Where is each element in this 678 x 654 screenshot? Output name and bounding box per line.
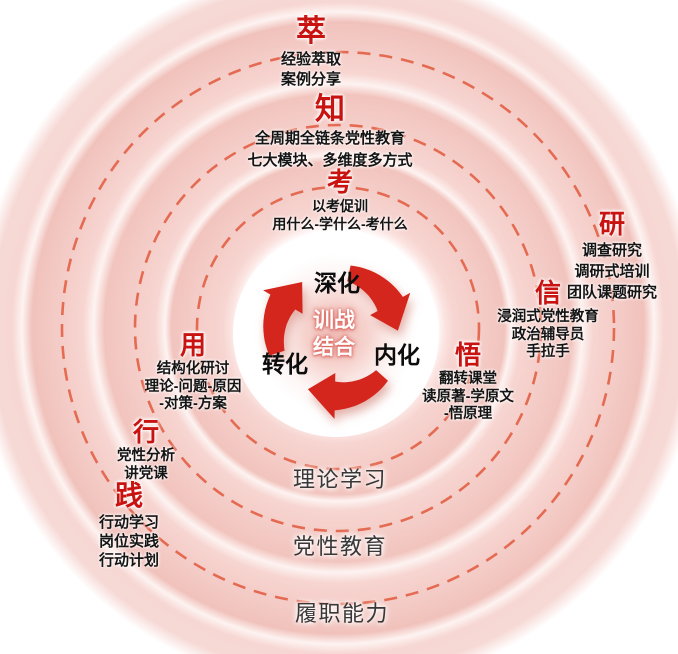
spoke-kao-char: 考: [326, 167, 354, 197]
spoke-xing-char: 行: [132, 417, 159, 447]
spoke-cui: 萃 经验萃取 案例分享: [280, 15, 342, 90]
spoke-yan-line2: 调研式培训: [574, 263, 650, 281]
spoke-kao-line2: 用什么-学什么-考什么: [272, 215, 408, 232]
spoke-xin-line1: 浸润式党性教育: [497, 309, 599, 326]
spoke-xing-line2: 讲党课: [124, 465, 168, 482]
spoke-cui-char: 萃: [295, 15, 326, 48]
spoke-yan-line1: 调查研究: [581, 242, 643, 260]
spoke-yong-char: 用: [179, 330, 207, 360]
dashed-circle-inner: [195, 185, 481, 471]
spoke-yong-line3: -对策-方案: [159, 396, 227, 413]
spoke-jian-line2: 岗位实践: [98, 533, 160, 551]
ring-label-theory: 理论学习: [292, 467, 388, 492]
cycle-arrow-bottom: [307, 370, 388, 419]
cycle-arrow-left: [263, 282, 303, 356]
ring-label-party-education: 党性教育: [292, 534, 388, 559]
dashed-circle-middle: [133, 123, 543, 533]
spoke-zhi-line1: 全周期全链条党性教育: [254, 130, 406, 148]
spoke-yan-line3: 团队课题研究: [566, 284, 658, 302]
spoke-wu: 悟 翻转课堂 读原著-学原文 -悟原理: [422, 341, 514, 424]
spoke-cui-line1: 经验萃取: [280, 51, 342, 69]
dashed-circle-outer: [60, 50, 616, 606]
ring-label-duty-capability: 履职能力: [294, 601, 390, 626]
spoke-kao: 考 以考促训 用什么-学什么-考什么: [272, 168, 407, 233]
spoke-cui-line2: 案例分享: [280, 71, 342, 89]
core-slogan-line2: 结合: [313, 336, 355, 359]
cycle-arrow-right: [347, 265, 411, 331]
stage-zhuanhua: 转化: [262, 351, 308, 377]
spoke-xin-char: 信: [534, 278, 561, 308]
spoke-jian-line3: 行动计划: [98, 552, 160, 570]
spoke-xin: 信 浸润式党性教育 政治辅导员 手拉手: [497, 279, 599, 362]
spoke-jian-line1: 行动学习: [98, 514, 160, 532]
spoke-wu-line1: 翻转课堂: [438, 371, 497, 388]
spoke-zhi-line2: 七大模块、多维度多方式: [247, 152, 413, 170]
spoke-xing-line1: 党性分析: [117, 448, 175, 465]
spoke-xin-line3: 手拉手: [526, 344, 570, 361]
spoke-yan-char: 研: [598, 209, 626, 239]
spoke-kao-line1: 以考促训: [311, 198, 368, 215]
core-slogan-line1: 训战: [313, 309, 355, 332]
spoke-yong: 用 结构化研讨 理论-问题-原因 -对策-方案: [145, 331, 242, 414]
spoke-wu-line3: -悟原理: [443, 406, 493, 423]
spoke-xin-line2: 政治辅导员: [511, 326, 585, 343]
spoke-yan: 研 调查研究 调研式培训 团队课题研究: [567, 210, 657, 303]
spoke-xing: 行 党性分析 讲党课: [117, 418, 175, 483]
dashed-guide-circles: [60, 50, 616, 606]
spoke-wu-char: 悟: [454, 340, 482, 370]
stage-neihua: 内化: [374, 342, 420, 368]
spoke-wu-line2: 读原著-学原文: [422, 388, 514, 405]
spoke-yong-line2: 理论-问题-原因: [144, 378, 242, 395]
stage-shenhua: 深化: [314, 270, 360, 296]
spoke-zhi-char: 知: [314, 93, 345, 126]
spoke-jian: 践 行动学习 岗位实践 行动计划: [98, 480, 160, 570]
spoke-zhi: 知 全周期全链条党性教育 七大模块、多维度多方式: [247, 93, 413, 172]
core-slogan: 训战 结合: [313, 307, 355, 361]
spoke-yong-line1: 结构化研讨: [156, 361, 230, 378]
cycle-arrows: [263, 265, 411, 419]
spoke-jian-char: 践: [114, 480, 144, 511]
